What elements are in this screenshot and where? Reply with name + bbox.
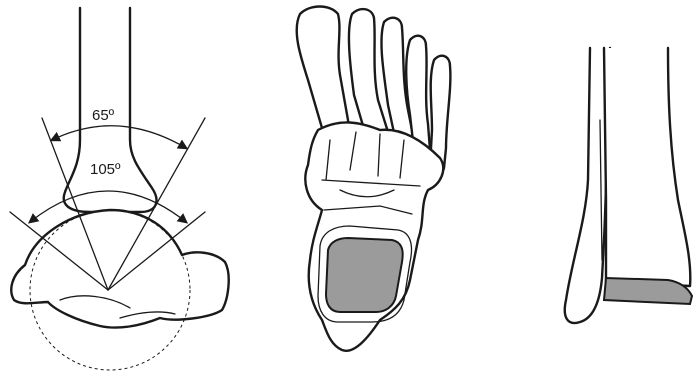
angle-inner-label: 65º: [92, 107, 115, 124]
tibia: [604, 48, 690, 286]
great-toe: [297, 7, 348, 134]
talar-articular-surface: [326, 238, 403, 312]
anterior-ankle-panel: [565, 48, 692, 323]
foot-dorsal-panel: [297, 7, 451, 351]
lateral-ankle-panel: 65º 105º: [10, 8, 229, 370]
midfoot: [305, 122, 443, 350]
angle-outer-label: 105º: [90, 161, 121, 178]
fibula: [565, 48, 610, 323]
